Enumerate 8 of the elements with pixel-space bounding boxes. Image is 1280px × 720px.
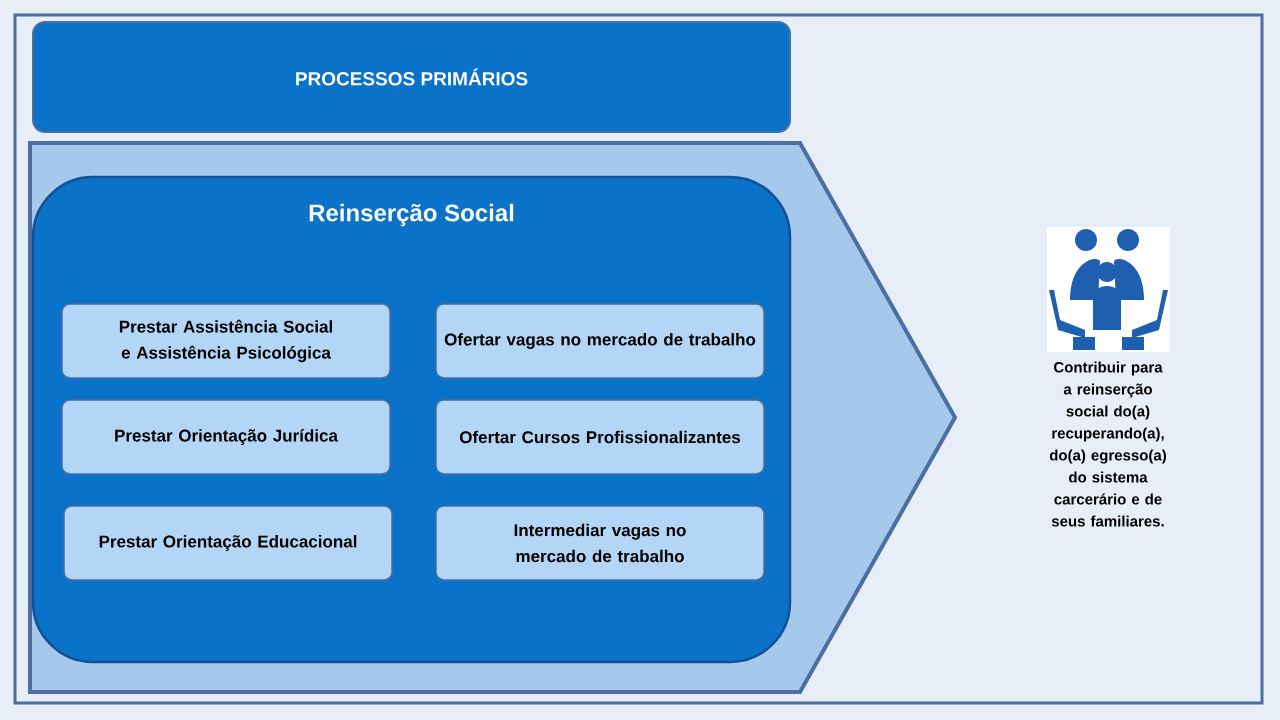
process-box: Ofertar Cursos Profissionalizantes (435, 399, 765, 475)
process-box: Prestar Orientação Jurídica (61, 399, 391, 475)
process-box: Prestar Orientação Educacional (63, 505, 393, 581)
process-box: Intermediar vagas no mercado de trabalho (435, 505, 765, 581)
outcome-text: Contribuir para a reinserção social do(a) recuperando(a), do(a) egresso(a) do sistema carcerário e de seus familiares. (1049, 361, 1166, 527)
header-box: PROCESSOS PRIMÁRIOS (32, 21, 791, 133)
process-box: Ofertar vagas no mercado de trabalho (435, 303, 765, 379)
process-box: Prestar Assistência Social e Assistência Psicológica (61, 303, 391, 379)
